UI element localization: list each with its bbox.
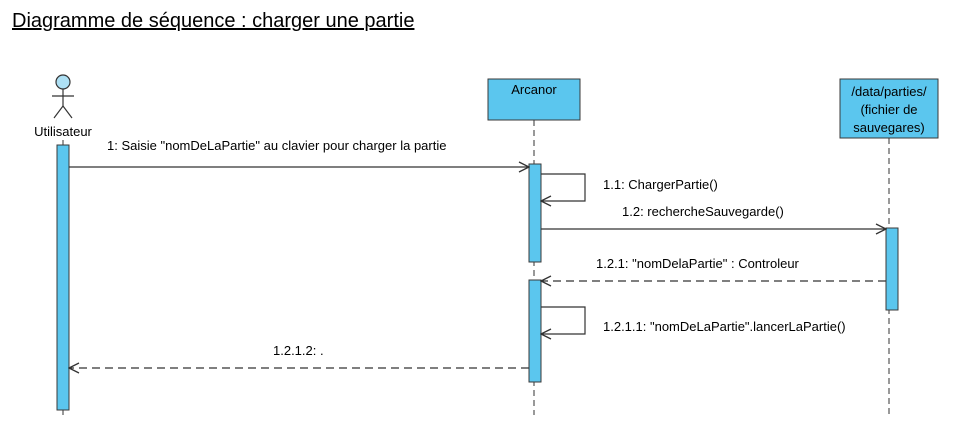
activation-data-file [885,227,899,311]
actor-leg-right [62,105,73,119]
arcanor-box [487,78,581,121]
message-1-2-1-label: 1.2.1: "nomDelaPartie" : Controleur [596,256,800,271]
actor-head [55,74,71,90]
activation-utilisateur [56,144,70,411]
data-file-label-line-3: sauvegares) [853,120,925,135]
actor-leg-left [53,105,64,119]
participant-data-file: /data/parties/ (fichier de sauvegares) [839,78,939,139]
actor-utilisateur: Utilisateur [34,74,93,139]
participant-arcanor: Arcanor [487,78,581,121]
activation-arcanor-2 [528,279,542,383]
arcanor-label: Arcanor [511,82,557,97]
data-file-label-line-2: (fichier de [860,102,917,117]
message-1-1-arrow [541,173,586,201]
message-1-label: 1: Saisie "nomDeLaPartie" au clavier pou… [107,138,446,153]
data-file-box [839,78,939,139]
message-1-2-1-2-label: 1.2.1.2: . [273,343,324,358]
message-1-1-label: 1.1: ChargerPartie() [603,177,718,192]
message-1-2-1-1-label: 1.2.1.1: "nomDeLaPartie".lancerLaPartie(… [603,319,846,334]
actor-label: Utilisateur [34,124,92,139]
message-1-2-1-1-arrow [541,306,586,334]
message-1-2-label: 1.2: rechercheSauvegarde() [622,204,784,219]
data-file-label-line-1: /data/parties/ [851,84,927,99]
activation-arcanor-1 [528,163,542,263]
page-title: Diagramme de séquence : charger une part… [12,10,415,32]
